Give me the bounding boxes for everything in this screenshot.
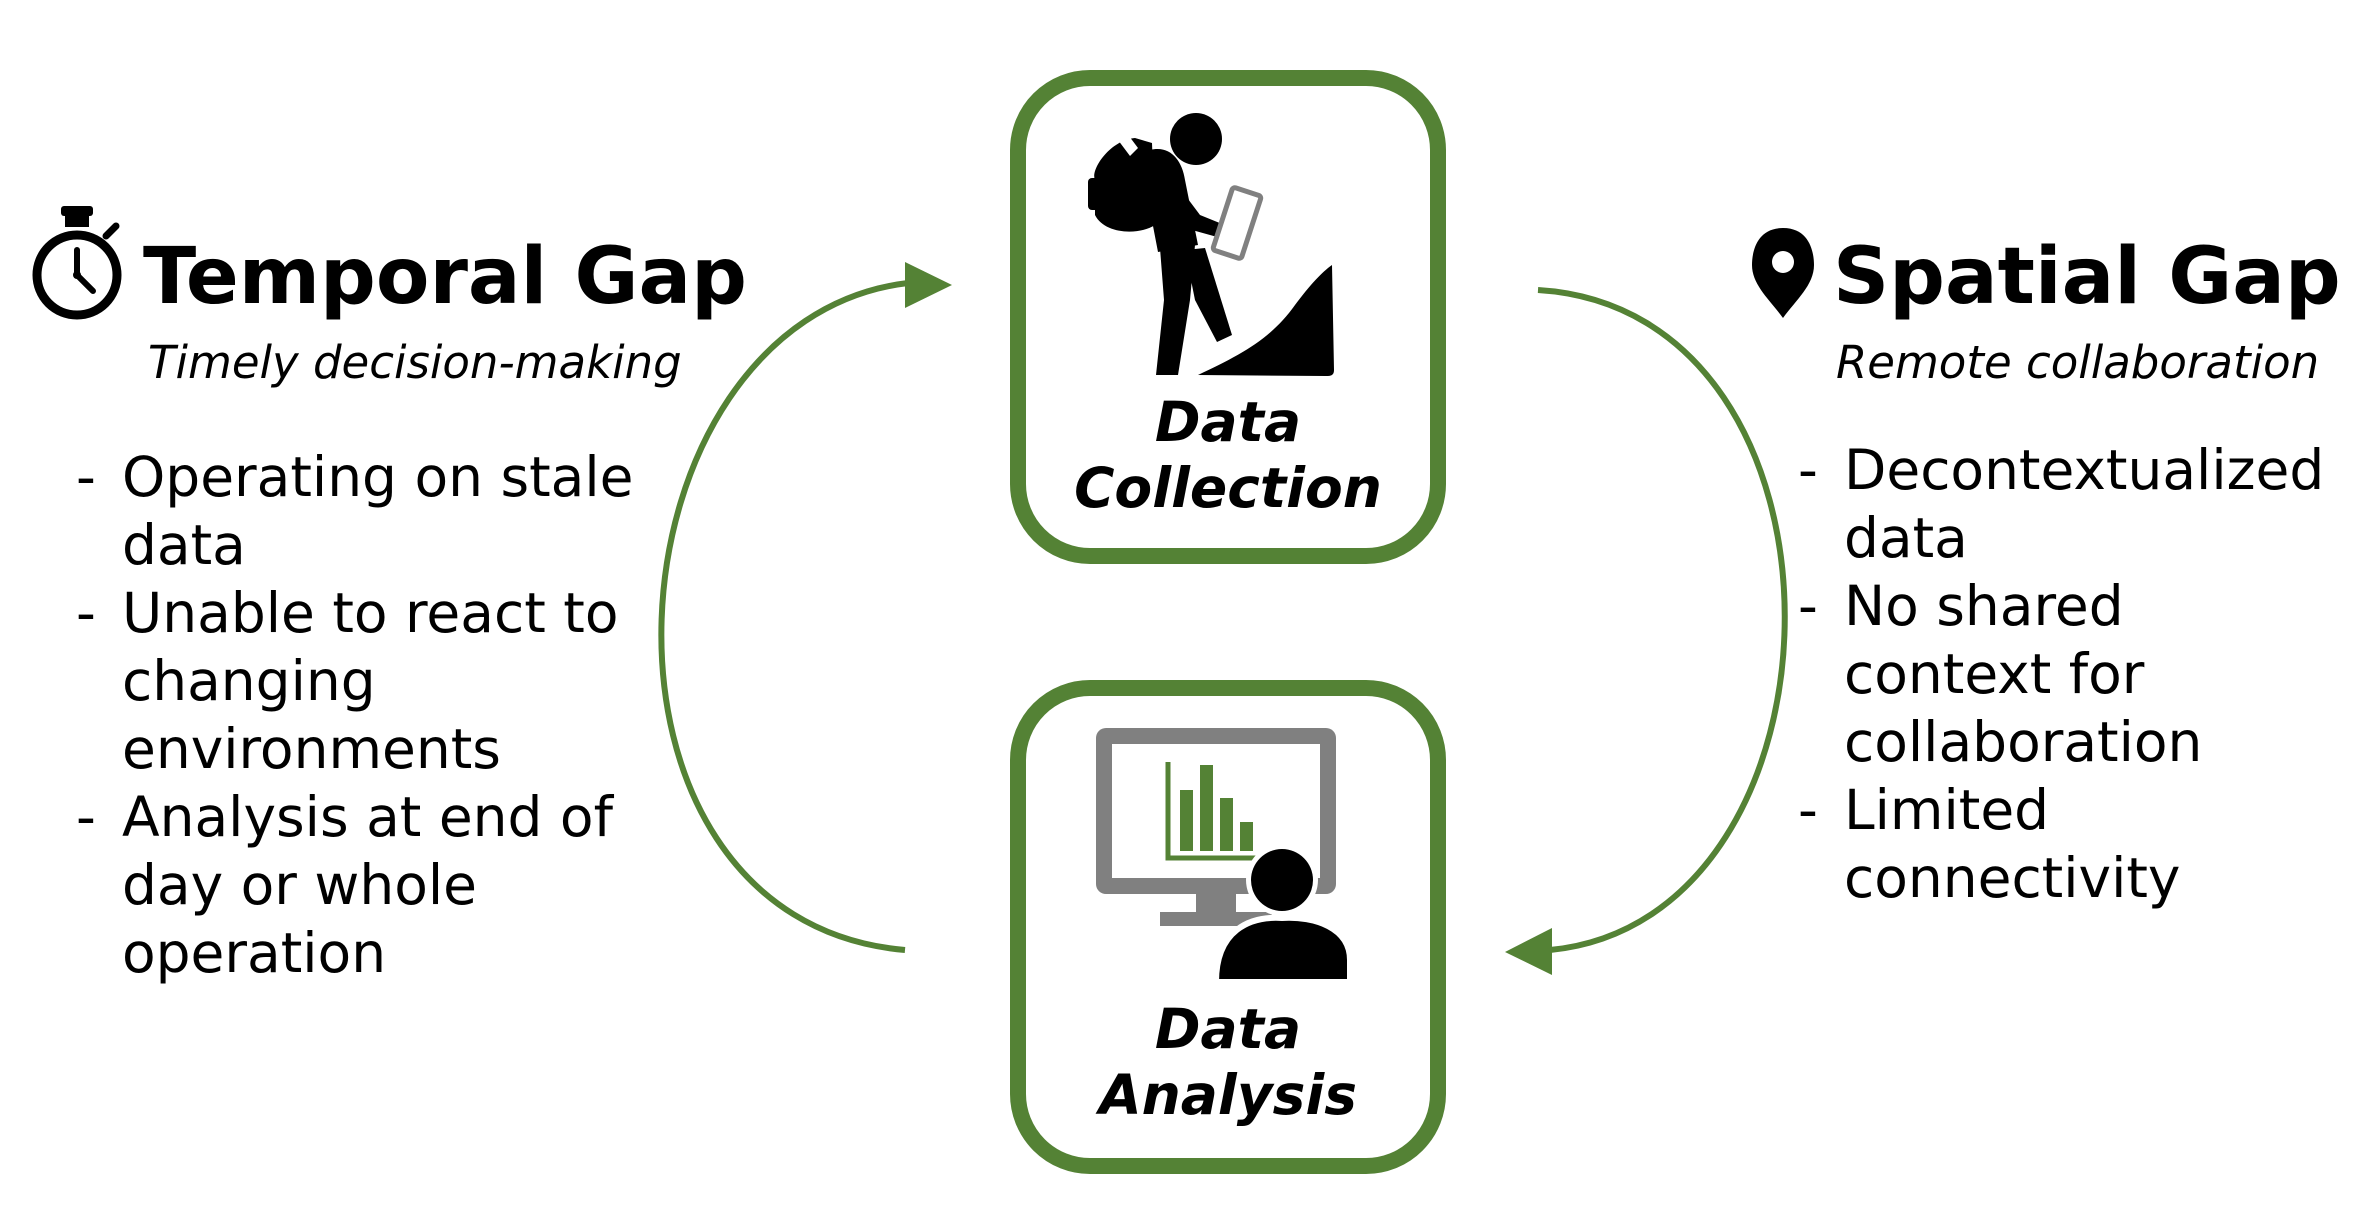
temporal-cycle-arrow bbox=[658, 262, 952, 953]
location-pin-icon bbox=[1752, 228, 1814, 318]
stopwatch-icon bbox=[32, 206, 122, 320]
data-collection-label: Data Collection bbox=[1074, 390, 1382, 520]
spatial-cycle-arrow bbox=[1505, 287, 1788, 975]
person-at-monitor-icon bbox=[1096, 728, 1353, 985]
list-item: -Decontextualized data bbox=[1798, 438, 2325, 570]
list-item: -Analysis at end of day or whole operati… bbox=[76, 785, 613, 985]
spatial-gap-subtitle: Remote collaboration bbox=[1836, 336, 2320, 389]
list-item: -Operating on stale data bbox=[76, 445, 634, 577]
temporal-gap-title: Temporal Gap bbox=[143, 232, 747, 322]
spatial-gap-title: Spatial Gap bbox=[1833, 232, 2341, 322]
spatial-gap-list: -Decontextualized data -No shared contex… bbox=[1798, 436, 2338, 912]
temporal-gap-subtitle: Timely decision-making bbox=[148, 336, 682, 389]
data-analysis-label: Data Analysis bbox=[1099, 997, 1357, 1127]
list-item: -Unable to react to changing environment… bbox=[76, 581, 619, 781]
list-item: -Limited connectivity bbox=[1798, 778, 2181, 910]
temporal-gap-list: -Operating on stale data -Unable to reac… bbox=[76, 443, 686, 987]
hiker-with-tablet-icon bbox=[1088, 113, 1334, 376]
list-item: -No shared context for collaboration bbox=[1798, 574, 2203, 774]
